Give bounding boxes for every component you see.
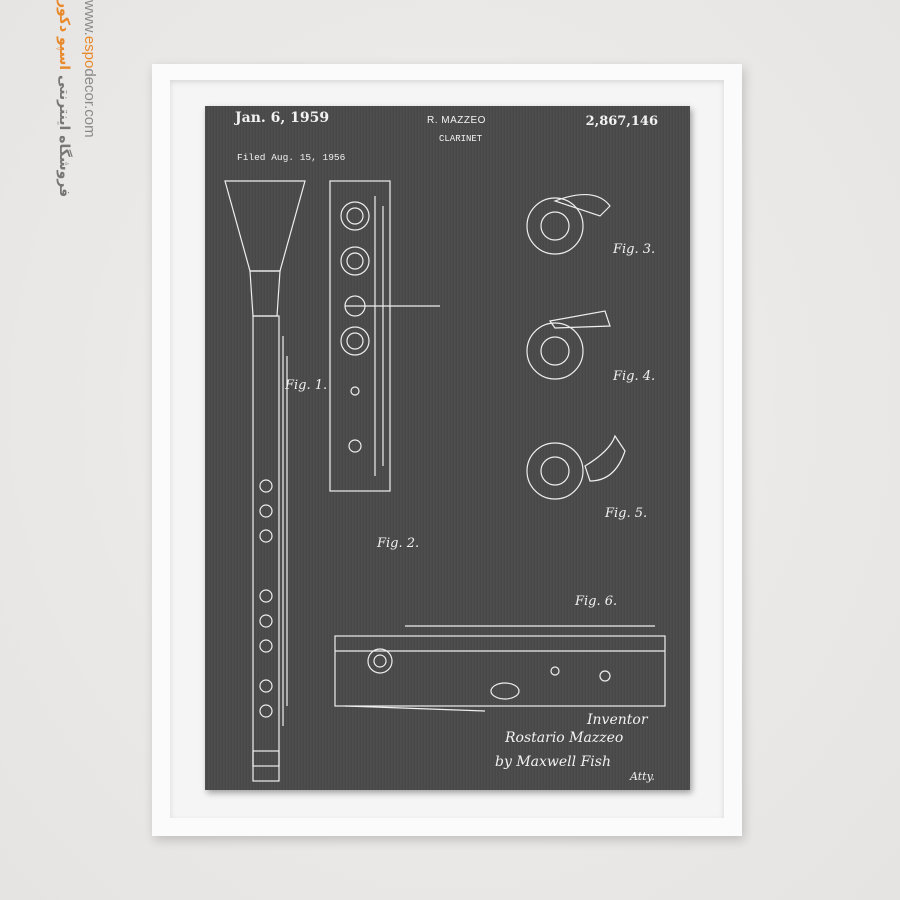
patent-date: Jan. 6, 1959 [235, 110, 330, 126]
clarinet-drawing [224, 180, 666, 782]
fig-1-label: Fig. 1. [285, 378, 328, 393]
mouthpiece-outline [252, 750, 280, 782]
brand-name-text: اسپو دکور [56, 0, 72, 71]
inventor-signature: Rostario Mazzeo [505, 730, 624, 746]
fig-3-label: Fig. 3. [613, 242, 656, 257]
fig3-section [526, 194, 611, 255]
fig1-keys [259, 336, 288, 726]
fig2-body [329, 180, 391, 492]
url-brand: espo [81, 35, 98, 69]
watermark-url: www.espodecor.com [81, 0, 98, 138]
fig-5-label: Fig. 5. [605, 506, 648, 521]
inventor-header: R. MAZZEO [427, 115, 486, 126]
url-prefix: www. [81, 0, 98, 36]
url-suffix: decor.com [81, 68, 98, 138]
fig4-section [526, 310, 611, 380]
fig2-keys [340, 196, 440, 476]
attorney-signature: by Maxwell Fish [495, 754, 611, 770]
bell-outline [224, 180, 306, 272]
patent-number: 2,867,146 [585, 114, 658, 129]
fig5-section [526, 434, 626, 500]
attorney-suffix: Atty. [630, 770, 655, 783]
body-outline [252, 315, 280, 767]
fig6-body [334, 625, 666, 712]
store-name-text: فروشگاه اینترنتی [56, 74, 72, 198]
watermark-store-name: فروشگاه اینترنتی اسپو دکور [56, 0, 72, 197]
fig-4-label: Fig. 4. [613, 369, 656, 384]
patent-poster: Jan. 6, 1959 R. MAZZEO 2,867,146 CLARINE… [205, 106, 690, 790]
barrel-outline [249, 270, 281, 317]
fig-6-label: Fig. 6. [575, 594, 618, 609]
filed-date: Filed Aug. 15, 1956 [237, 152, 346, 163]
inventor-label: Inventor [587, 712, 648, 728]
fig-2-label: Fig. 2. [377, 536, 420, 551]
patent-title: CLARINET [439, 134, 483, 144]
